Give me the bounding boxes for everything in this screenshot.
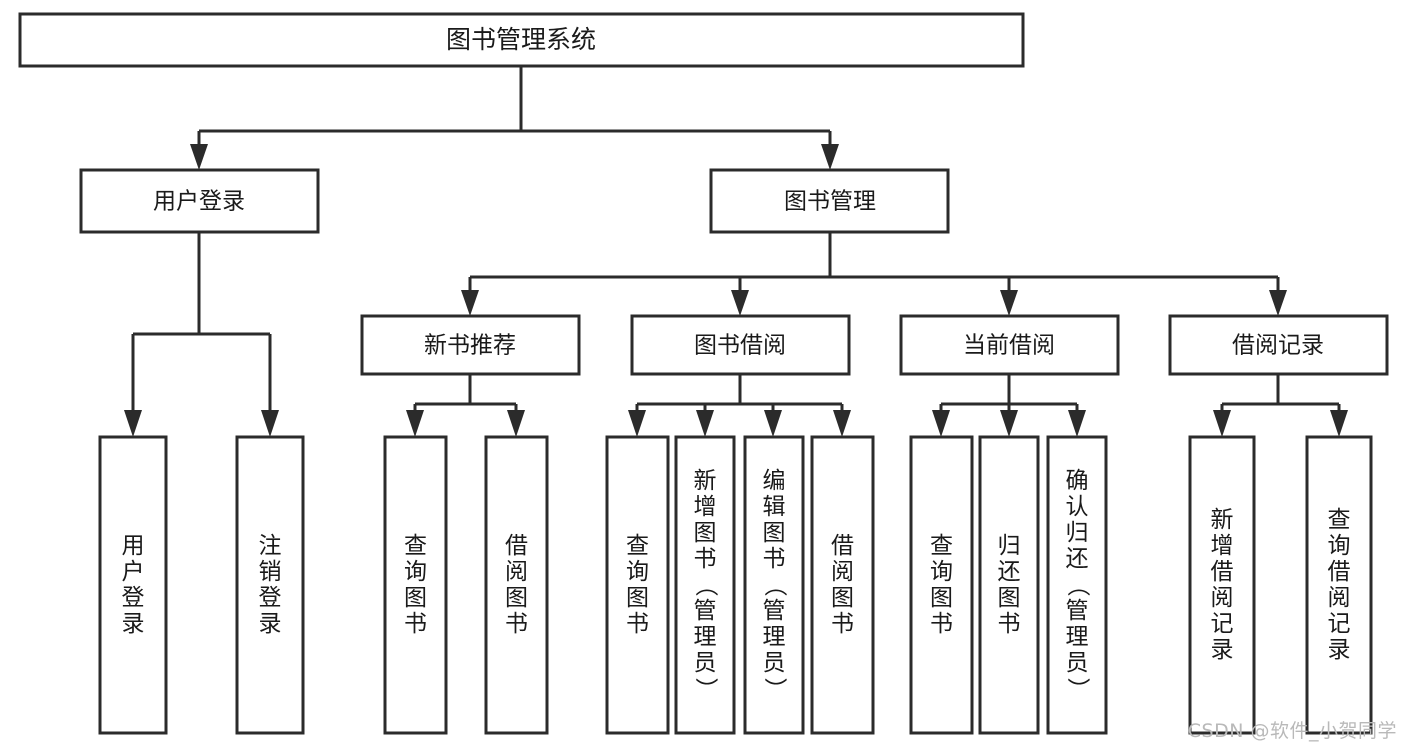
arrowhead-leaf-user-login [124, 410, 142, 437]
node-box-current-borrow[interactable] [899, 314, 1120, 376]
node-label-borrow-record: 借阅记录 [1232, 333, 1324, 359]
node-label-book-borrow: 图书借阅 [694, 333, 786, 359]
connector-new-book-recommend-to-leaves [406, 374, 525, 437]
node-box-bb-edit[interactable] [743, 435, 805, 735]
node-box-book-manage[interactable] [709, 168, 950, 234]
node-label-book-manage: 图书管理 [784, 189, 876, 215]
node-box-root[interactable] [18, 12, 1025, 68]
node-box-cb-confirm[interactable] [1046, 435, 1108, 735]
node-box-leaf-logout[interactable] [235, 435, 305, 735]
node-label-root: 图书管理系统 [446, 25, 596, 54]
node-box-book-borrow[interactable] [630, 314, 851, 376]
node-label-user-login: 用户登录 [153, 189, 245, 215]
arrowhead-bb-add [696, 410, 714, 437]
node-box-bb-borrow[interactable] [810, 435, 875, 735]
connector-book-manage-to-level3 [461, 232, 1287, 316]
connector-book-borrow-to-leaves [628, 374, 851, 437]
watermark: CSDN @软件_小贺同学 [1187, 720, 1397, 742]
arrowhead-bb-edit [764, 410, 782, 437]
node-box-cb-query[interactable] [909, 435, 974, 735]
arrowhead-borrow-record [1269, 290, 1287, 316]
arrowhead-leaf-logout [261, 410, 279, 437]
arrowhead-nb-borrow [507, 410, 525, 437]
node-label-new-book-recommend: 新书推荐 [424, 333, 516, 359]
node-label-current-borrow: 当前借阅 [963, 333, 1055, 359]
arrowhead-book-borrow [731, 290, 749, 316]
arrowhead-current-borrow [1000, 290, 1018, 316]
arrowhead-book-manage [821, 144, 839, 170]
arrowhead-bb-query [628, 410, 646, 437]
node-box-cb-return[interactable] [978, 435, 1040, 735]
connector-user-login-to-leaves [124, 232, 279, 437]
node-box-br-add[interactable] [1188, 435, 1256, 735]
node-box-leaf-user-login[interactable] [98, 435, 168, 735]
arrowhead-cb-return [1000, 410, 1018, 437]
node-box-nb-query[interactable] [383, 435, 448, 735]
node-box-bb-add[interactable] [674, 435, 736, 735]
connector-root-to-level2 [190, 66, 839, 170]
node-box-nb-borrow[interactable] [484, 435, 549, 735]
arrowhead-nb-query [406, 410, 424, 437]
arrowhead-bb-borrow [833, 410, 851, 437]
arrowhead-cb-confirm [1068, 410, 1086, 437]
connector-borrow-record-to-leaves [1213, 374, 1348, 437]
connector-current-borrow-to-leaves [932, 374, 1086, 437]
arrowhead-br-query [1330, 410, 1348, 437]
arrowhead-user-login [190, 144, 208, 170]
node-box-new-book-recommend[interactable] [360, 314, 581, 376]
arrowhead-cb-query [932, 410, 950, 437]
node-box-user-login[interactable] [79, 168, 320, 234]
node-box-br-query[interactable] [1305, 435, 1373, 735]
node-box-bb-query[interactable] [605, 435, 670, 735]
arrowhead-br-add [1213, 410, 1231, 437]
node-box-borrow-record[interactable] [1168, 314, 1389, 376]
arrowhead-new-book-recommend [461, 290, 479, 316]
